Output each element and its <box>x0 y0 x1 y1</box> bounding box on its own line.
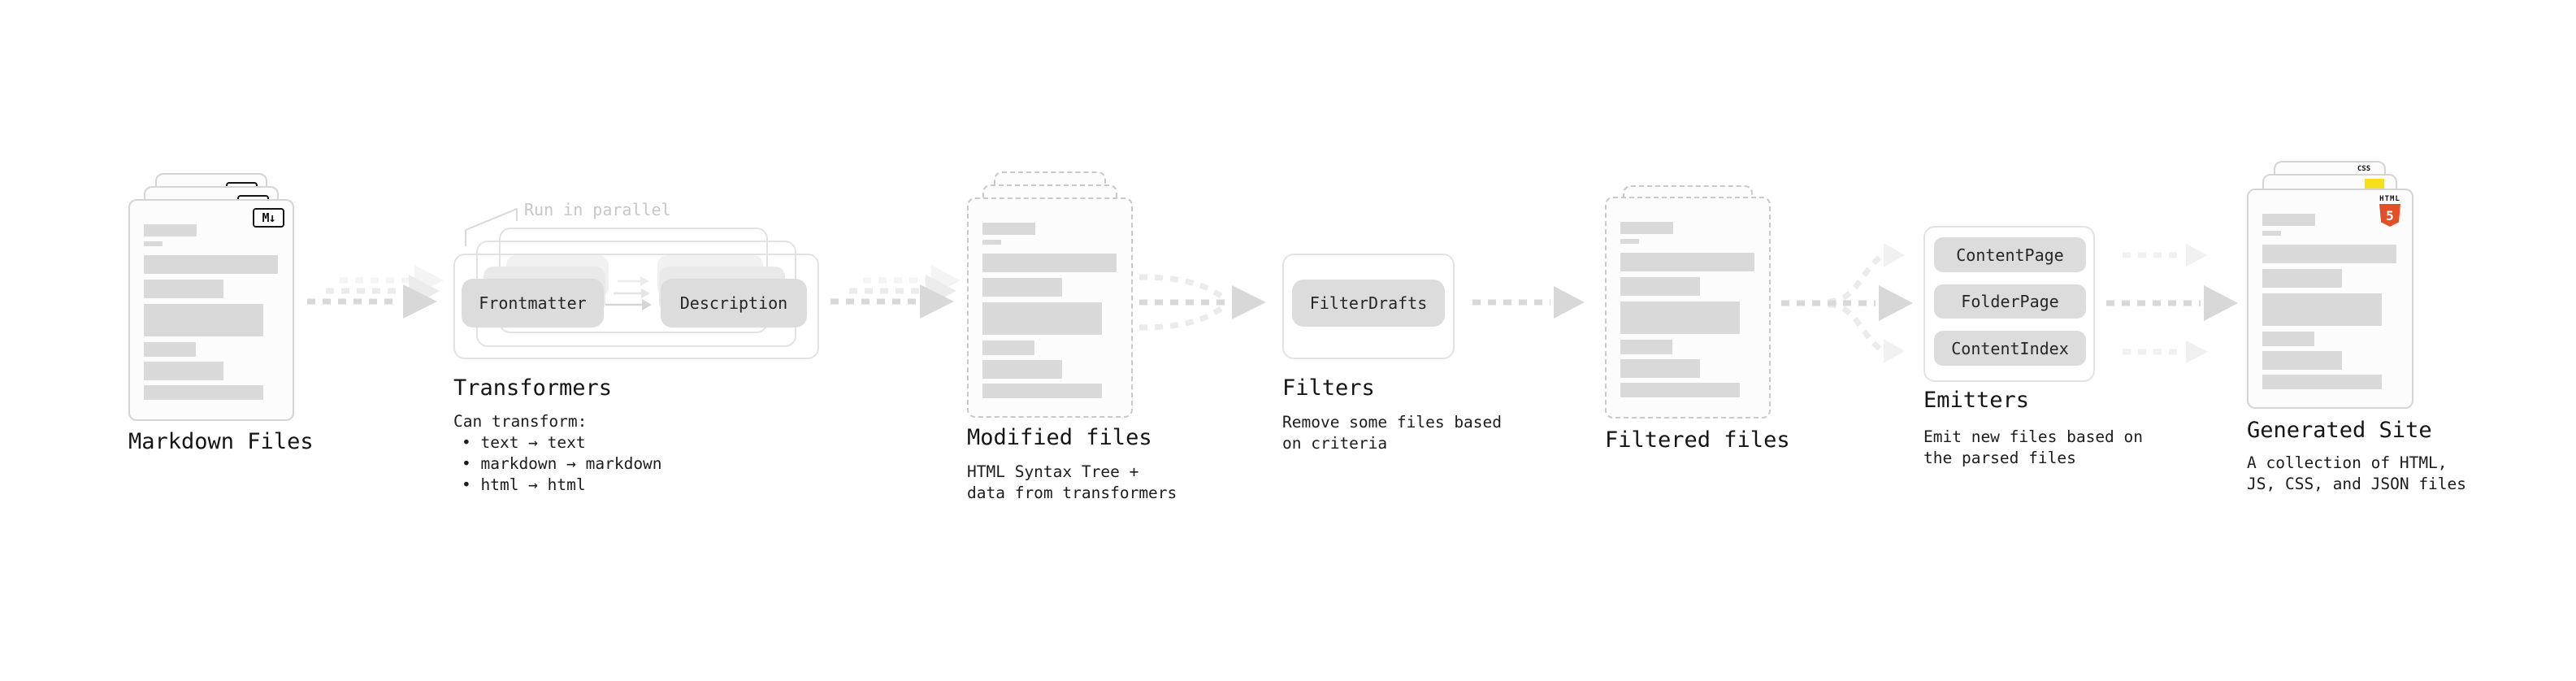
stage-desc-transformers: Can transform: • text → text • markdown … <box>453 411 662 496</box>
flow-arrow-2 <box>830 265 961 319</box>
stage-desc-emitters: Emit new files based on the parsed files <box>1923 427 2143 469</box>
flow-arrow-1 <box>307 265 444 319</box>
desc-line: Remove some files based <box>1282 413 1503 432</box>
stage-title-generated-site: Generated Site <box>2247 418 2432 443</box>
text-skeleton <box>2262 214 2396 389</box>
desc-line: JS, CSS, and JSON files <box>2247 475 2467 493</box>
pill-contentpage: ContentPage <box>1934 237 2086 272</box>
flow-arrow-4 <box>1472 286 1585 319</box>
desc-line: data from transformers <box>967 484 1177 502</box>
stage-desc-generated-site: A collection of HTML, JS, CSS, and JSON … <box>2247 453 2466 495</box>
desc-line: on criteria <box>1282 434 1388 453</box>
file-card-front: HTML 5 <box>2247 189 2413 409</box>
css-label: CSS <box>2357 165 2371 173</box>
split-arrow <box>1781 243 1913 363</box>
markdown-icon: M↓ <box>253 208 284 228</box>
pill-folderpage: FolderPage <box>1934 284 2086 319</box>
desc-line: • text → text <box>462 433 586 452</box>
emitters-box <box>1923 226 2095 382</box>
filters-box <box>1282 254 1455 359</box>
run-in-parallel-callout: Run in parallel <box>524 200 671 219</box>
desc-line: • markdown → markdown <box>462 454 662 473</box>
stage-title-modified-files: Modified files <box>967 425 1152 450</box>
desc-line: the parsed files <box>1923 449 2076 467</box>
html-label: HTML <box>2379 195 2400 203</box>
file-card-front <box>1605 197 1771 419</box>
pill-contentindex: ContentIndex <box>1934 331 2086 366</box>
stage-title-transformers: Transformers <box>453 375 613 401</box>
stage-desc-modified-files: HTML Syntax Tree + data from transformer… <box>967 462 1177 504</box>
desc-line: A collection of HTML, <box>2247 453 2448 472</box>
pill-filterdrafts: FilterDrafts <box>1292 280 1445 327</box>
stage-title-filters: Filters <box>1282 375 1375 401</box>
stage-title-markdown-files: Markdown Files <box>128 429 314 454</box>
file-card-front: M↓ <box>128 199 294 421</box>
text-skeleton <box>1620 222 1754 397</box>
text-skeleton <box>144 224 278 400</box>
stage-title-filtered-files: Filtered files <box>1605 427 1790 453</box>
pill-frontmatter: Frontmatter <box>462 279 604 327</box>
desc-line: Can transform: <box>453 412 588 431</box>
html5-icon: HTML 5 <box>2377 195 2403 227</box>
desc-line: HTML Syntax Tree + <box>967 462 1139 481</box>
html5-number: 5 <box>2386 207 2394 223</box>
merge-arrow <box>1138 274 1266 331</box>
text-skeleton <box>982 223 1117 398</box>
pill-description: Description <box>661 279 807 327</box>
transformer-box-front <box>453 254 819 359</box>
file-card-front <box>967 197 1133 418</box>
js-icon <box>2365 179 2384 190</box>
desc-line: Emit new files based on <box>1923 427 2144 446</box>
stage-title-emitters: Emitters <box>1923 388 2030 413</box>
desc-line: • html → html <box>462 475 586 494</box>
parallel-arrows <box>2106 244 2238 363</box>
stage-desc-filters: Remove some files based on criteria <box>1282 412 1502 454</box>
